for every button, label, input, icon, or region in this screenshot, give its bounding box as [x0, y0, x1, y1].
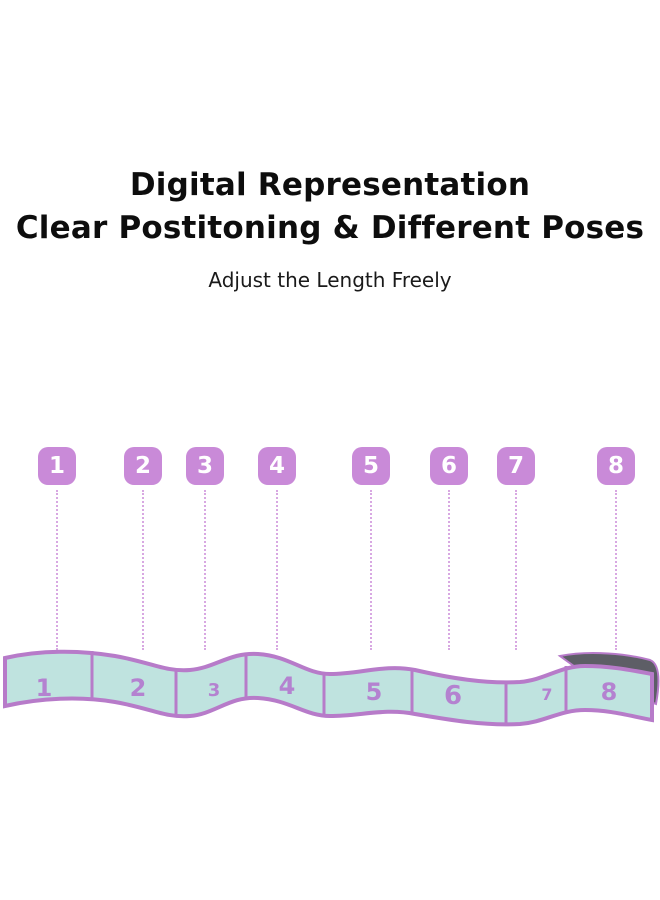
guide-line-2 [142, 490, 144, 650]
stretch-band-illustration: 1 2 3 4 5 6 7 8 [3, 649, 660, 727]
guide-line-1 [56, 490, 58, 650]
guide-line-6 [448, 490, 450, 650]
band-body [3, 649, 654, 727]
band-number-2: 2 [130, 674, 147, 702]
guide-line-7 [515, 490, 517, 650]
band-number-4: 4 [279, 672, 296, 700]
headline-line-2: Clear Postitoning & Different Poses [15, 210, 645, 246]
headline-line-1: Digital Representation [129, 167, 531, 203]
guide-line-4 [276, 490, 278, 650]
guide-line-3 [204, 490, 206, 650]
band-number-8: 8 [601, 678, 618, 706]
band-number-1: 1 [36, 674, 53, 702]
position-marker-6: 6 [430, 447, 468, 485]
band-number-3: 3 [208, 680, 221, 701]
subheading: Adjust the Length Freely [208, 268, 452, 292]
guide-line-8 [615, 490, 617, 650]
position-marker-4: 4 [258, 447, 296, 485]
position-marker-3: 3 [186, 447, 224, 485]
band-number-5: 5 [366, 678, 383, 706]
position-marker-1: 1 [38, 447, 76, 485]
band-number-6: 6 [444, 681, 462, 711]
position-marker-2: 2 [124, 447, 162, 485]
guide-line-5 [370, 490, 372, 650]
position-marker-7: 7 [497, 447, 535, 485]
position-marker-5: 5 [352, 447, 390, 485]
band-number-7: 7 [541, 685, 552, 704]
position-marker-8: 8 [597, 447, 635, 485]
